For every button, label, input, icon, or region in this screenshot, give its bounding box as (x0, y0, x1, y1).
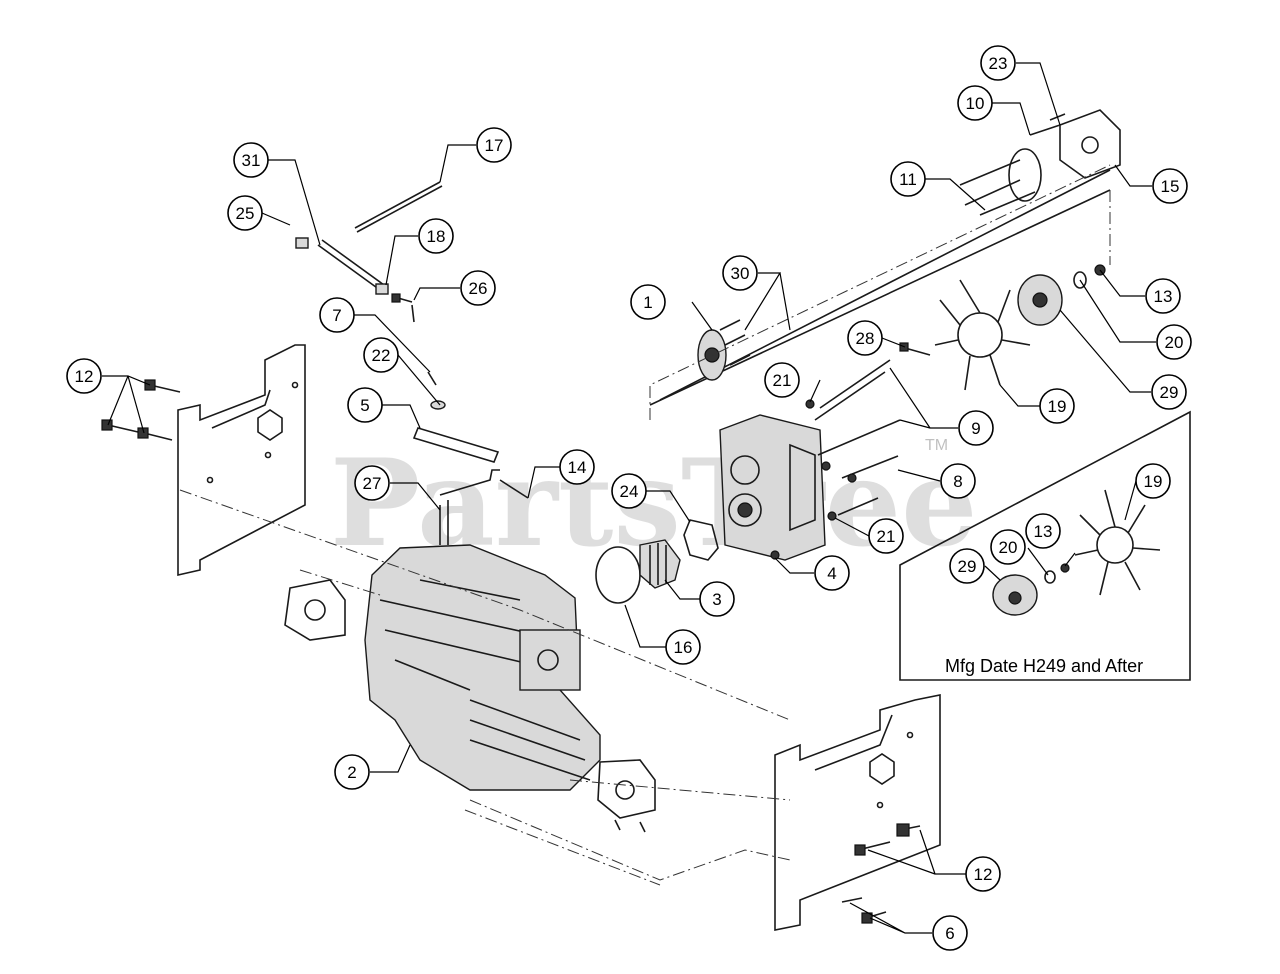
callout-10: 10 (957, 85, 993, 121)
svg-text:4: 4 (827, 564, 836, 583)
svg-text:10: 10 (966, 94, 985, 113)
pump-bolts (805, 359, 901, 521)
callout-12-left: 12 (66, 358, 102, 394)
svg-text:20: 20 (999, 538, 1018, 557)
callout-18: 18 (418, 218, 454, 254)
svg-text:9: 9 (971, 419, 980, 438)
assembly-guide-lines (179, 164, 1111, 886)
callout-13-inset: 13 (1025, 513, 1061, 549)
callout-24: 24 (611, 473, 647, 509)
callout-21-bottom: 21 (868, 518, 904, 554)
svg-text:21: 21 (773, 371, 792, 390)
callout-17: 17 (476, 127, 512, 163)
callout-8: 8 (940, 463, 976, 499)
callout-16: 16 (665, 629, 701, 665)
callout-7: 7 (319, 297, 355, 333)
callout-4: 4 (814, 555, 850, 591)
gear-seal-group (595, 519, 719, 604)
svg-text:29: 29 (958, 557, 977, 576)
svg-text:25: 25 (236, 204, 255, 223)
svg-text:20: 20 (1165, 333, 1184, 352)
right-bolts (841, 823, 921, 924)
right-frame-plate (774, 694, 941, 931)
svg-text:21: 21 (877, 527, 896, 546)
inset-box: Mfg Date H249 and After (899, 410, 1191, 681)
callout-28: 28 (847, 320, 883, 356)
callout-6: 6 (932, 915, 968, 951)
callout-29-main: 29 (1151, 374, 1187, 410)
svg-text:18: 18 (427, 227, 446, 246)
callout-20-inset: 20 (990, 529, 1026, 565)
callout-27: 27 (354, 465, 390, 501)
callout-5: 5 (347, 387, 383, 423)
left-frame-plate (177, 344, 306, 577)
leader-lines (102, 62, 1156, 934)
svg-text:16: 16 (674, 638, 693, 657)
svg-text:22: 22 (372, 346, 391, 365)
callout-30: 30 (722, 255, 758, 291)
callout-26: 26 (460, 270, 496, 306)
svg-text:24: 24 (620, 482, 639, 501)
svg-text:23: 23 (989, 54, 1008, 73)
transmission-housing (284, 544, 656, 833)
svg-text:3: 3 (712, 590, 721, 609)
callout-12-right: 12 (965, 856, 1001, 892)
svg-text:19: 19 (1144, 472, 1163, 491)
callout-25: 25 (227, 195, 263, 231)
inset-label: Mfg Date H249 and After (945, 656, 1143, 676)
svg-text:7: 7 (332, 306, 341, 325)
callout-21-top: 21 (764, 362, 800, 398)
svg-text:29: 29 (1160, 383, 1179, 402)
svg-text:17: 17 (485, 136, 504, 155)
callout-14: 14 (559, 449, 595, 485)
svg-text:13: 13 (1034, 522, 1053, 541)
callout-15: 15 (1152, 168, 1188, 204)
svg-text:14: 14 (568, 458, 587, 477)
svg-text:13: 13 (1154, 287, 1173, 306)
pump-housing (719, 414, 826, 561)
svg-text:12: 12 (974, 865, 993, 884)
linkage-assembly (412, 371, 529, 545)
callout-11: 11 (890, 161, 926, 197)
callout-2: 2 (334, 754, 370, 790)
svg-text:8: 8 (953, 472, 962, 491)
svg-text:28: 28 (856, 329, 875, 348)
callout-31: 31 (233, 142, 269, 178)
callout-13: 13 (1145, 278, 1181, 314)
svg-text:27: 27 (363, 474, 382, 493)
callout-19-inset: 19 (1135, 463, 1171, 499)
svg-text:2: 2 (347, 763, 356, 782)
svg-text:19: 19 (1048, 397, 1067, 416)
callout-29-inset: 29 (949, 548, 985, 584)
svg-text:6: 6 (945, 924, 954, 943)
svg-text:5: 5 (360, 396, 369, 415)
callout-23: 23 (980, 45, 1016, 81)
callout-3: 3 (699, 581, 735, 617)
trademark-text: TM (925, 437, 948, 454)
fan-pulley-assembly (899, 264, 1106, 391)
svg-text:15: 15 (1161, 177, 1180, 196)
callout-20: 20 (1156, 324, 1192, 360)
callout-9: 9 (958, 410, 994, 446)
svg-text:1: 1 (643, 293, 652, 312)
control-rod-assembly (295, 181, 443, 323)
svg-text:31: 31 (242, 151, 261, 170)
callout-22: 22 (363, 337, 399, 373)
svg-text:12: 12 (75, 367, 94, 386)
callout-19-main: 19 (1039, 388, 1075, 424)
svg-text:30: 30 (731, 264, 750, 283)
drive-shaft-assembly (649, 109, 1121, 406)
callout-1: 1 (630, 284, 666, 320)
svg-text:26: 26 (469, 279, 488, 298)
svg-text:11: 11 (899, 170, 917, 189)
